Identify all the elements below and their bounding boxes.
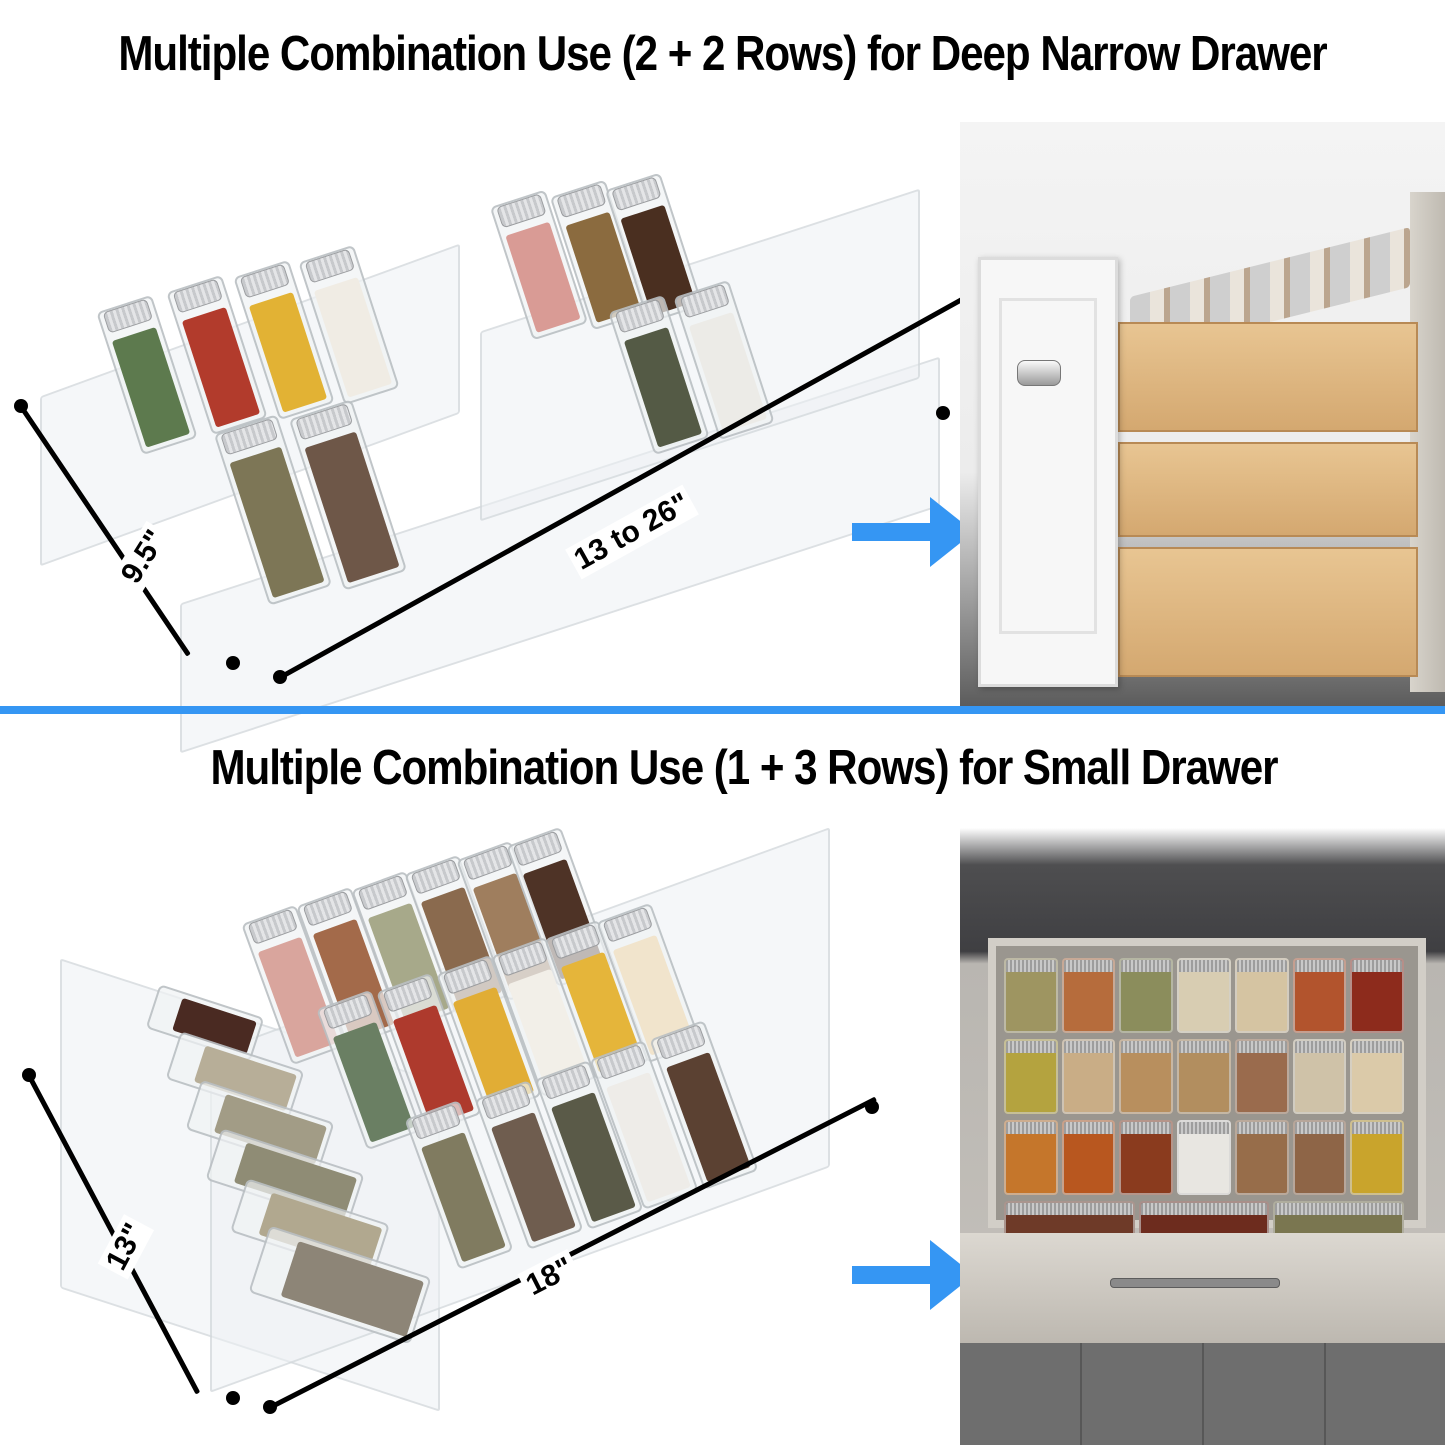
- drawer-front-panel: [960, 1233, 1445, 1343]
- dimension-endpoint: [226, 1391, 240, 1405]
- right-arrow-icon: [852, 497, 976, 567]
- spice-rack-product-2plus2: 9.5" 13 to 26": [0, 100, 981, 754]
- drawer-tier-1: [1118, 322, 1418, 432]
- dimension-endpoint: [226, 656, 240, 670]
- cabinet-drawer-front: [978, 257, 1118, 687]
- spice-rack-product-1plus3: 13" 18": [0, 820, 900, 1445]
- dimension-endpoint: [936, 406, 950, 420]
- drawer-handle: [1017, 360, 1061, 386]
- spice-jars-in-drawer: [1004, 958, 1405, 1243]
- right-arrow-icon: [852, 1240, 976, 1310]
- drawer-tier-3: [1118, 547, 1418, 677]
- drawer-pull-handle: [1110, 1278, 1280, 1288]
- dimension-endpoint: [865, 1100, 879, 1114]
- floor-tiles: [960, 1343, 1445, 1445]
- photo-small-drawer: [960, 828, 1445, 1445]
- photo-deep-narrow-drawer: [960, 122, 1445, 706]
- section-divider: [0, 706, 1445, 714]
- section-heading-deep-narrow-drawer: Multiple Combination Use (2 + 2 Rows) fo…: [118, 27, 1327, 81]
- drawer-tier-2: [1118, 442, 1418, 537]
- section-heading-small-drawer: Multiple Combination Use (1 + 3 Rows) fo…: [210, 741, 1278, 795]
